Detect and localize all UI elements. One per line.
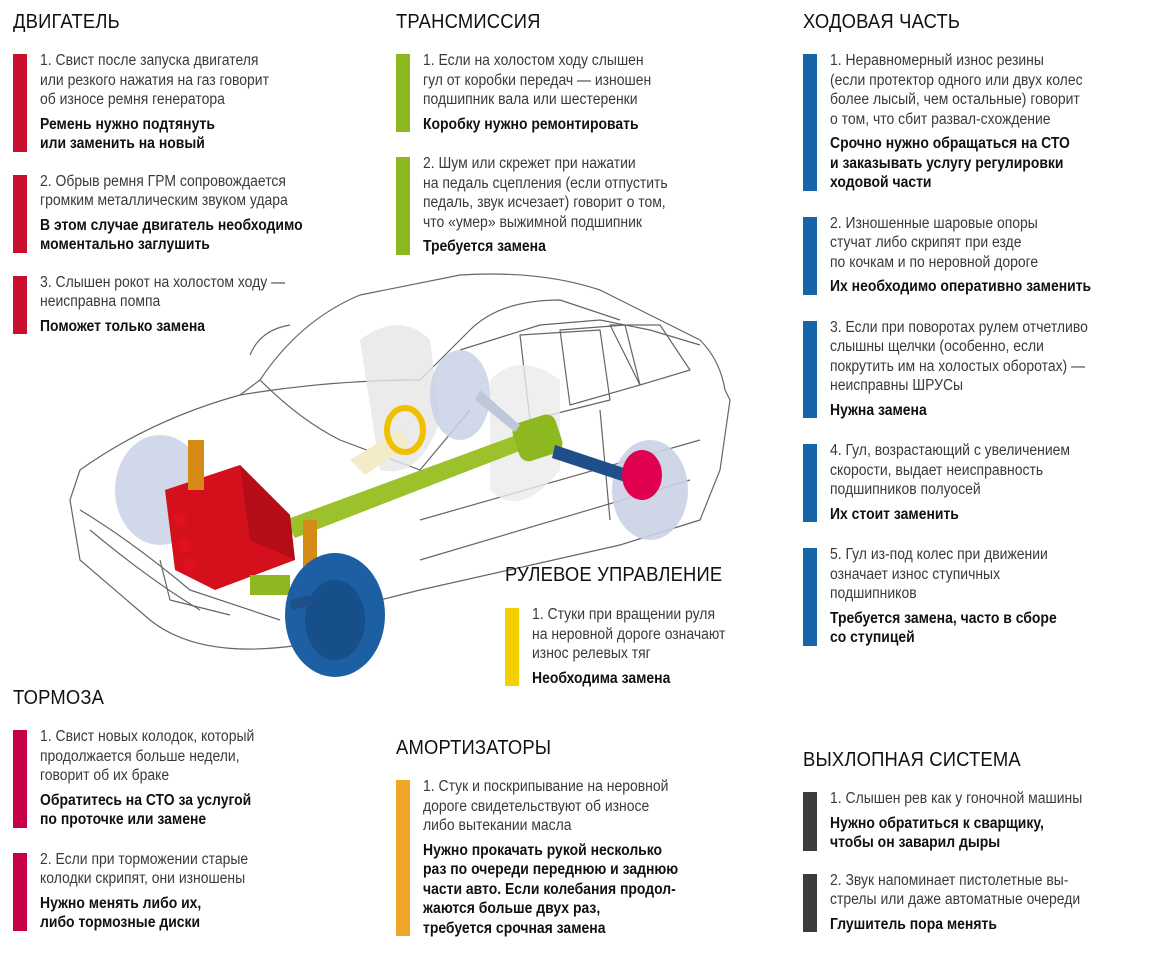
item-action: Коробку нужно ремонтировать xyxy=(423,115,639,133)
list-item: 2. Шум или скрежет при нажатии на педаль… xyxy=(396,154,763,257)
section-chassis: ХОДОВАЯ ЧАСТЬ 1. Неравномерный износ рез… xyxy=(803,10,1156,648)
color-bar xyxy=(396,54,410,132)
section-steering: РУЛЕВОЕ УПРАВЛЕНИЕ 1. Стуки при вращении… xyxy=(505,563,872,688)
section-title: ДВИГАТЕЛЬ xyxy=(13,11,120,33)
engine-pipe xyxy=(188,440,204,490)
list-item: 1. Свист новых колодок, который продолжа… xyxy=(13,727,380,830)
item-description: 2. Если при торможении старые колодки ск… xyxy=(40,850,249,888)
item-action: Требуется замена xyxy=(423,238,546,255)
list-item: 3. Слышен рокот на холостом ходу — неисп… xyxy=(13,273,380,337)
rear-axle xyxy=(552,445,630,482)
item-description: 1. Свист новых колодок, который продолжа… xyxy=(40,728,255,784)
section-title: ВЫХЛОПНАЯ СИСТЕМА xyxy=(803,749,1021,771)
list-item: 1. Слышен рев как у гоночной машины Нужн… xyxy=(803,789,1156,853)
list-item: 3. Если при поворотах рулем отчетливо сл… xyxy=(803,318,1156,421)
rear-brake-disc xyxy=(622,450,662,500)
color-bar xyxy=(803,216,817,295)
list-item: 1. Неравномерный износ резины (если прот… xyxy=(803,51,1156,193)
section-title: АМОРТИЗАТОРЫ xyxy=(396,737,552,759)
color-bar xyxy=(13,275,27,334)
rear-left-wheel xyxy=(430,350,490,440)
steering-column xyxy=(350,430,410,475)
item-action: Поможет только замена xyxy=(40,317,206,335)
drive-shaft xyxy=(285,430,535,538)
item-action: Нужна замена xyxy=(830,401,927,419)
section-shocks: АМОРТИЗАТОРЫ 1. Стук и поскрипывание на … xyxy=(396,736,763,938)
item-action: Нужно менять либо их, либо тормозные дис… xyxy=(40,894,202,932)
item-description: 3. Слышен рокот на холостом ходу — неисп… xyxy=(40,273,286,311)
item-action: Ремень нужно подтянуть или заменить на н… xyxy=(40,115,215,153)
front-left-wheel xyxy=(115,435,205,545)
item-description: 2. Изношенные шаровые опоры стучат либо … xyxy=(830,214,1039,271)
color-bar xyxy=(13,852,27,931)
color-bar xyxy=(803,792,817,851)
item-description: 1. Неравномерный износ резины (если прот… xyxy=(830,52,1083,128)
list-item: 5. Гул из-под колес при движении означае… xyxy=(803,545,1156,648)
color-bar xyxy=(396,780,410,936)
item-description: 3. Если при поворотах рулем отчетливо сл… xyxy=(830,318,1088,395)
rear-right-wheel xyxy=(612,440,688,540)
section-title: ТОРМОЗА xyxy=(13,687,105,709)
item-action: Срочно нужно обращаться на СТО и заказыв… xyxy=(830,135,1070,191)
item-description: 5. Гул из-под колес при движении означае… xyxy=(830,546,1048,602)
color-bar xyxy=(803,444,817,522)
list-item: 4. Гул, возрастающий с увеличением скоро… xyxy=(803,441,1156,524)
item-description: 1. Стук и поскрипывание на неровной доро… xyxy=(423,778,669,834)
section-title: РУЛЕВОЕ УПРАВЛЕНИЕ xyxy=(505,564,723,586)
item-action: В этом случае двигатель необходимо момен… xyxy=(40,216,303,254)
list-item: 1. Свист после запуска двигателя или рез… xyxy=(13,51,380,154)
section-transmission: ТРАНСМИССИЯ 1. Если на холостом ходу слы… xyxy=(396,10,763,257)
item-action: Их необходимо оперативно заменить xyxy=(830,278,1092,295)
section-title: ТРАНСМИССИЯ xyxy=(396,11,541,33)
rear-differential xyxy=(512,414,563,462)
list-item: 1. Если на холостом ходу слышен гул от к… xyxy=(396,51,763,134)
list-item: 2. Изношенные шаровые опоры стучат либо … xyxy=(803,214,1156,297)
item-action: Требуется замена, часто в сборе со ступи… xyxy=(830,609,1057,647)
item-description: 2. Шум или скрежет при нажатии на педаль… xyxy=(423,155,668,231)
color-bar xyxy=(396,157,410,255)
list-item: 1. Стуки при вращении руля на неровной д… xyxy=(505,605,872,688)
section-brakes: ТОРМОЗА 1. Свист новых колодок, который … xyxy=(13,686,380,933)
color-bar xyxy=(13,174,27,253)
item-description: 1. Если на холостом ходу слышен гул от к… xyxy=(423,52,652,108)
list-item: 2. Обрыв ремня ГРМ сопровождается громки… xyxy=(13,172,380,255)
item-description: 2. Обрыв ремня ГРМ сопровождается громки… xyxy=(40,172,288,210)
item-description: 4. Гул, возрастающий с увеличением скоро… xyxy=(830,442,1071,498)
item-description: 1. Стуки при вращении руля на неровной д… xyxy=(532,606,726,662)
section-title: ХОДОВАЯ ЧАСТЬ xyxy=(803,11,961,33)
list-item: 2. Если при торможении старые колодки ск… xyxy=(13,850,380,933)
color-bar xyxy=(505,608,519,686)
section-exhaust: ВЫХЛОПНАЯ СИСТЕМА 1. Слышен рев как у го… xyxy=(803,748,1156,934)
item-description: 2. Звук напоминает пистолетные вы- стрел… xyxy=(830,871,1081,909)
item-action: Обратитесь на СТО за услугой по проточке… xyxy=(40,791,252,829)
color-bar xyxy=(803,320,817,418)
list-item: 2. Звук напоминает пистолетные вы- стрел… xyxy=(803,871,1156,935)
engine-block xyxy=(165,465,295,590)
item-action: Необходима замена xyxy=(532,669,671,687)
item-action: Нужно прокачать рукой несколько раз по о… xyxy=(423,841,679,937)
item-description: 1. Свист после запуска двигателя или рез… xyxy=(40,52,269,108)
front-right-wheel xyxy=(285,553,385,677)
item-action: Нужно обратиться к сварщику, чтобы он за… xyxy=(830,814,1044,852)
section-engine: ДВИГАТЕЛЬ 1. Свист после запуска двигате… xyxy=(13,10,380,336)
color-bar xyxy=(13,54,27,152)
item-action: Глушитель пора менять xyxy=(830,915,997,933)
item-action: Их стоит заменить xyxy=(830,505,959,523)
color-bar xyxy=(803,873,817,932)
color-bar xyxy=(13,730,27,828)
steering-wheel xyxy=(384,405,426,455)
seat-ghost xyxy=(360,325,440,472)
color-bar xyxy=(803,548,817,646)
item-description: 1. Слышен рев как у гоночной машины xyxy=(830,790,1083,807)
color-bar xyxy=(803,54,817,191)
list-item: 1. Стук и поскрипывание на неровной доро… xyxy=(396,777,763,938)
